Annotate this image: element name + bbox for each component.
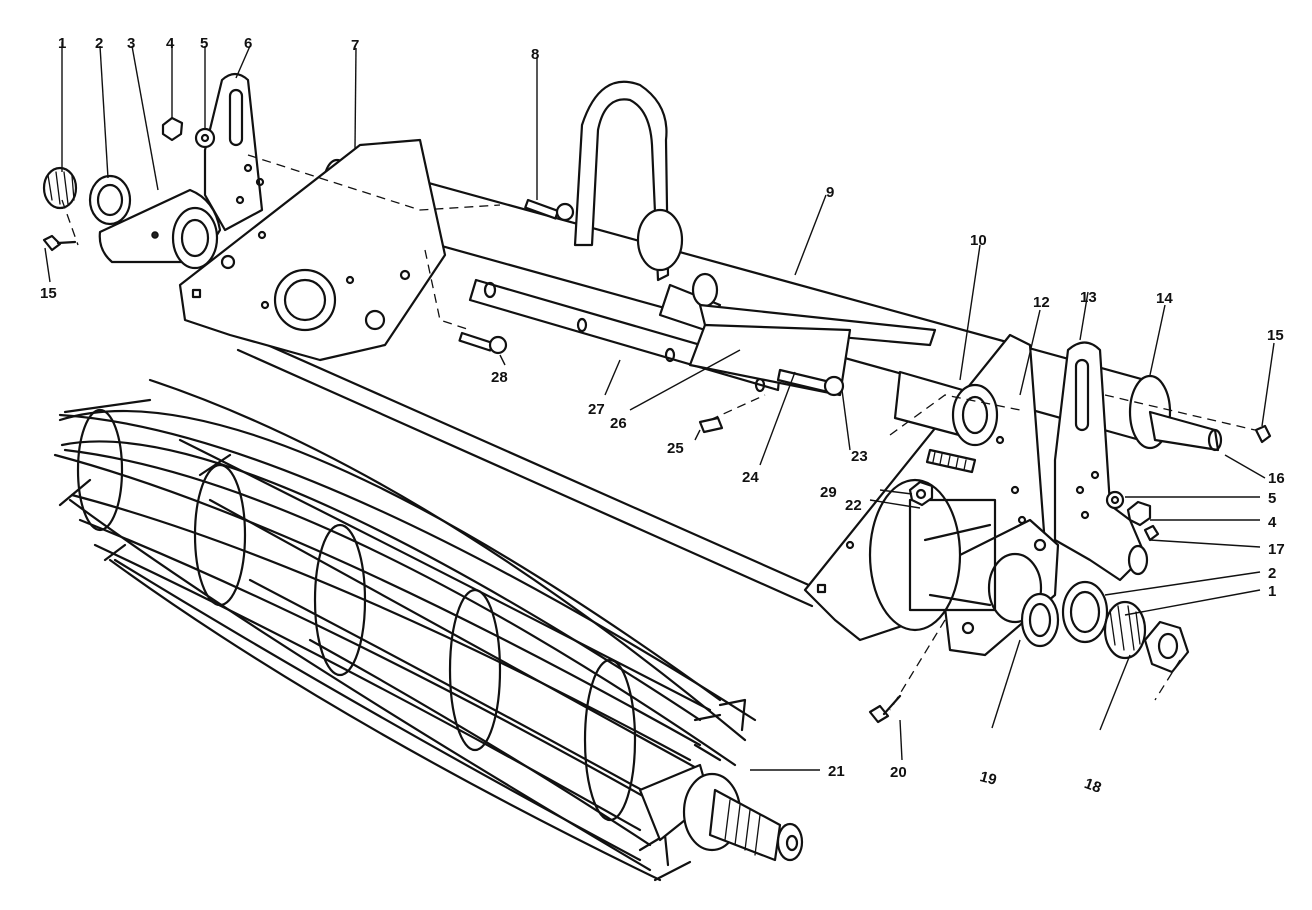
callout-5-right: 5 — [1268, 490, 1276, 507]
callout-28: 28 — [491, 369, 508, 386]
callout-10: 10 — [970, 232, 987, 249]
callout-15-right: 15 — [1267, 327, 1284, 344]
callout-18: 18 — [1082, 775, 1103, 797]
callout-14: 14 — [1156, 290, 1173, 307]
callout-2: 2 — [95, 35, 103, 52]
callout-12: 12 — [1033, 294, 1050, 311]
callout-labels: 1 2 3 4 5 6 7 8 9 10 12 13 14 15 15 16 5… — [40, 35, 1285, 797]
leader-lines — [44, 42, 1275, 771]
callout-26: 26 — [610, 415, 627, 432]
callout-23: 23 — [851, 448, 868, 465]
callout-24: 24 — [742, 469, 759, 486]
callout-19: 19 — [978, 768, 999, 789]
callout-20: 20 — [890, 764, 907, 781]
callout-3: 3 — [127, 35, 135, 52]
callout-17: 17 — [1268, 541, 1285, 558]
callout-27: 27 — [588, 401, 605, 418]
callout-1: 1 — [58, 35, 66, 52]
callout-15-left: 15 — [40, 285, 57, 302]
callout-2-right: 2 — [1268, 565, 1276, 582]
callout-8: 8 — [531, 46, 539, 63]
callout-9: 9 — [826, 184, 834, 201]
callout-1-right: 1 — [1268, 583, 1276, 600]
frame-assembly — [42, 72, 1272, 724]
callout-16: 16 — [1268, 470, 1285, 487]
callout-7: 7 — [351, 37, 359, 54]
callout-5: 5 — [200, 35, 208, 52]
callout-13: 13 — [1080, 289, 1097, 306]
callout-22: 22 — [845, 497, 862, 514]
callout-6: 6 — [244, 35, 252, 52]
callout-21: 21 — [828, 763, 845, 780]
callout-29: 29 — [820, 484, 837, 501]
callout-25: 25 — [667, 440, 684, 457]
callout-4: 4 — [166, 35, 175, 52]
callout-4-right: 4 — [1268, 514, 1277, 531]
cutting-cylinder — [53, 378, 804, 882]
